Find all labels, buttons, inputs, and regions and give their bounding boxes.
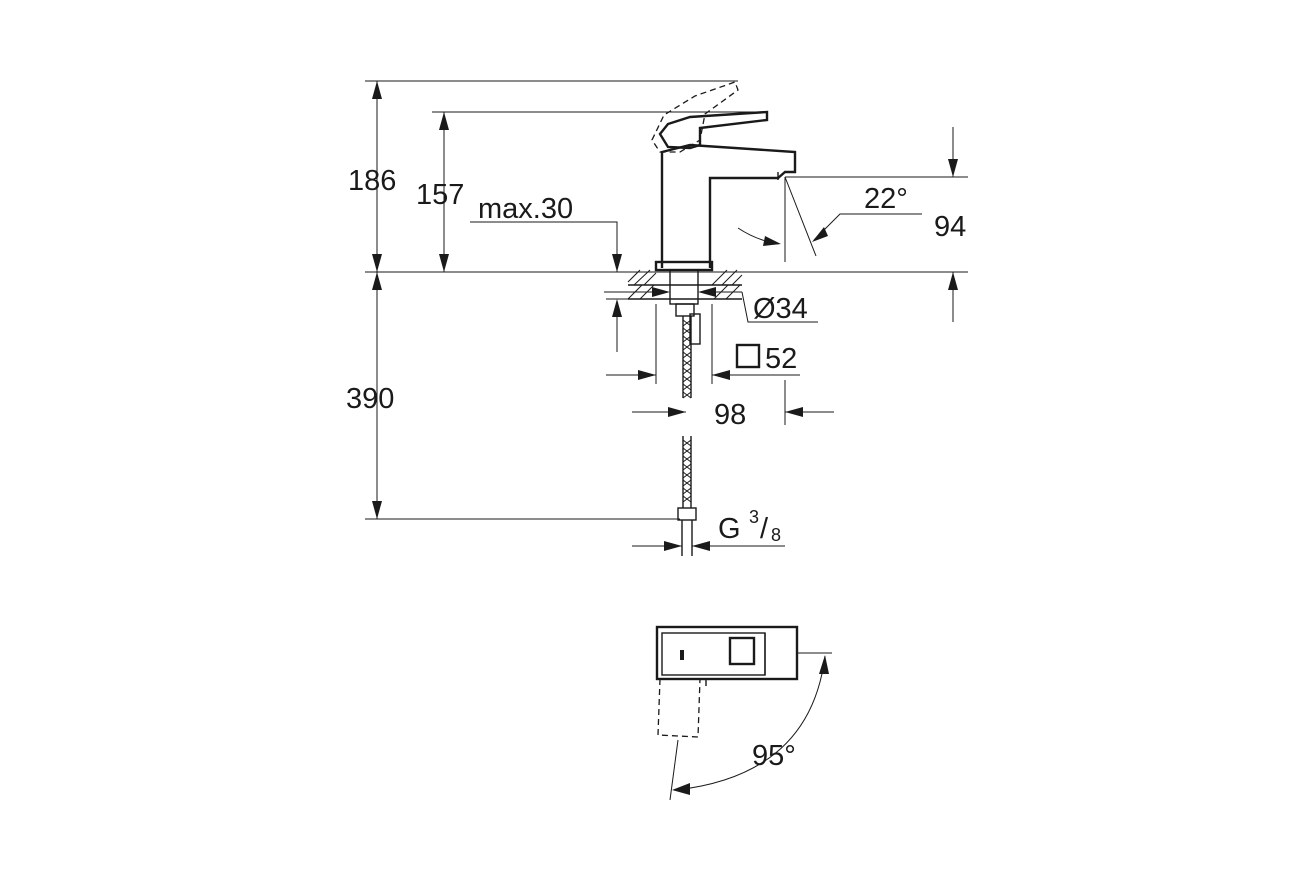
- shank-and-hose: [675, 303, 701, 556]
- label-thread-den: 8: [771, 525, 781, 545]
- label-hole-diameter: Ø34: [753, 293, 808, 325]
- deck-plate: [627, 269, 743, 300]
- label-spout-height: 157: [416, 179, 464, 211]
- label-lever-rotation: 95°: [752, 740, 796, 772]
- faucet-top-view: [655, 625, 832, 801]
- faucet-side-view: [651, 81, 797, 305]
- square-symbol-icon: [735, 343, 761, 369]
- label-projection: 98: [714, 399, 746, 431]
- label-thread-num: 3: [749, 507, 759, 527]
- label-thread: G: [718, 513, 741, 545]
- dimension-lines: [365, 80, 968, 551]
- label-hose-length: 390: [346, 383, 394, 415]
- label-spout-angle: 22°: [864, 183, 908, 215]
- label-outlet-height: 94: [934, 211, 966, 243]
- label-total-height: 186: [348, 165, 396, 197]
- label-max-deck: max.30: [478, 193, 573, 225]
- label-thread-slash: /: [760, 513, 769, 545]
- dimension-labels: 186 157 max.30 22° 94 Ø34 52 98 390 G 3 …: [346, 165, 966, 772]
- label-base-square: 52: [765, 343, 797, 375]
